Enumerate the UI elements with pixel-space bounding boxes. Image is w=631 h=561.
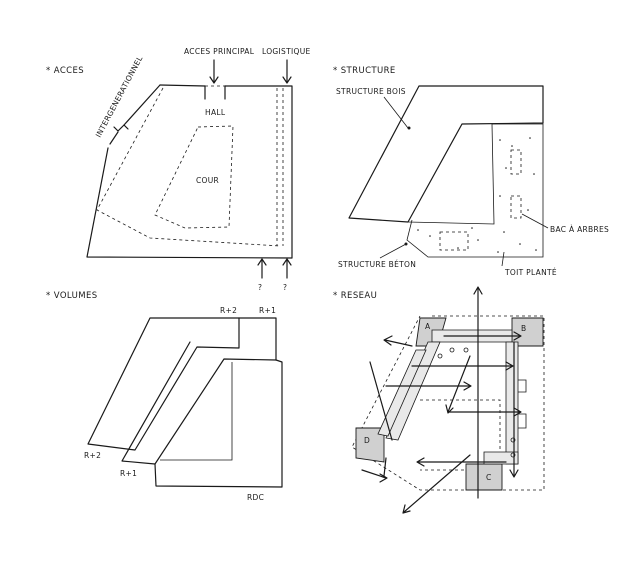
cour-outline (154, 125, 234, 229)
block-a-label: A (425, 322, 431, 331)
volumes-title: * VOLUMES (46, 291, 98, 301)
structure-bois-label: STRUCTURE BOIS (336, 87, 406, 96)
cour-label: COUR (196, 176, 219, 185)
intergenerational-gate (113, 124, 129, 132)
block-c (465, 463, 503, 491)
arrow-top-left (383, 335, 413, 347)
toit-plante-outline (406, 123, 544, 258)
toit-plante-hatching (417, 137, 537, 253)
structure-title: * STRUCTURE (333, 66, 396, 76)
tree-tray-1 (510, 149, 522, 175)
structure-bois-outline (348, 85, 544, 223)
acces-principal-label: ACCES PRINCIPAL (184, 47, 255, 56)
arrow-right (509, 341, 519, 478)
logistique-label: LOGISTIQUE (262, 47, 311, 56)
tree-tray-2 (510, 195, 522, 219)
acces-outline (86, 84, 293, 259)
acces-outline-upper (109, 84, 161, 145)
volume-r1 (121, 317, 277, 465)
arrow-mid-2 (411, 361, 514, 371)
arrow-top (443, 331, 522, 341)
block-b-label: B (521, 324, 526, 333)
toit-plante-label: TOIT PLANTÉ (504, 268, 557, 277)
diagonal-arrow-mid (445, 355, 471, 414)
question-mark-2: ? (283, 283, 287, 292)
arrow-bottom (416, 457, 507, 467)
main-access-arrow (209, 59, 219, 84)
arrow-mid-1 (385, 381, 472, 391)
question-mark-1: ? (258, 283, 262, 292)
block-c-label: C (486, 473, 492, 482)
hall-opening (204, 85, 226, 100)
r1-top-label: R+1 (259, 306, 276, 315)
tree-tray-3 (439, 231, 469, 251)
block-d-label: D (364, 436, 370, 445)
panel-reseau: * RESEAU A B C D (333, 286, 545, 514)
bottom-arrow-2 (282, 258, 292, 279)
panel-acces: * ACCES ACCES PRINCIPAL LOGISTIQUE INTER… (46, 47, 311, 292)
volume-r2 (87, 317, 240, 451)
block-d (355, 427, 385, 463)
bac-arbres-label: BAC À ARBRES (550, 225, 609, 234)
panel-volumes: * VOLUMES R+2 R+1 R+2 R+1 RDC (46, 291, 283, 502)
corridor-right (505, 341, 519, 465)
structure-beton-label: STRUCTURE BÉTON (338, 260, 416, 269)
panel-structure: * STRUCTURE STRUCTURE BOIS BAC À ARBRES … (333, 66, 609, 277)
r2-top-label: R+2 (220, 306, 237, 315)
logistics-access-arrow (282, 59, 292, 84)
acces-title: * ACCES (46, 66, 84, 76)
arrow-mid-3 (447, 407, 522, 417)
arrow-bottom-left (361, 469, 388, 483)
diagonal-arrow-down (402, 454, 471, 514)
r1-left-label: R+1 (120, 469, 137, 478)
vertical-arrow (473, 286, 483, 499)
rdc-label: RDC (247, 493, 264, 502)
intergenerationnel-label: INTERGENERATIONNEL (94, 54, 145, 139)
reseau-title: * RESEAU (333, 291, 377, 301)
hall-label: HALL (205, 108, 226, 117)
volume-rdc (154, 359, 283, 488)
bottom-arrow-1 (257, 258, 267, 279)
r2-left-label: R+2 (84, 451, 101, 460)
